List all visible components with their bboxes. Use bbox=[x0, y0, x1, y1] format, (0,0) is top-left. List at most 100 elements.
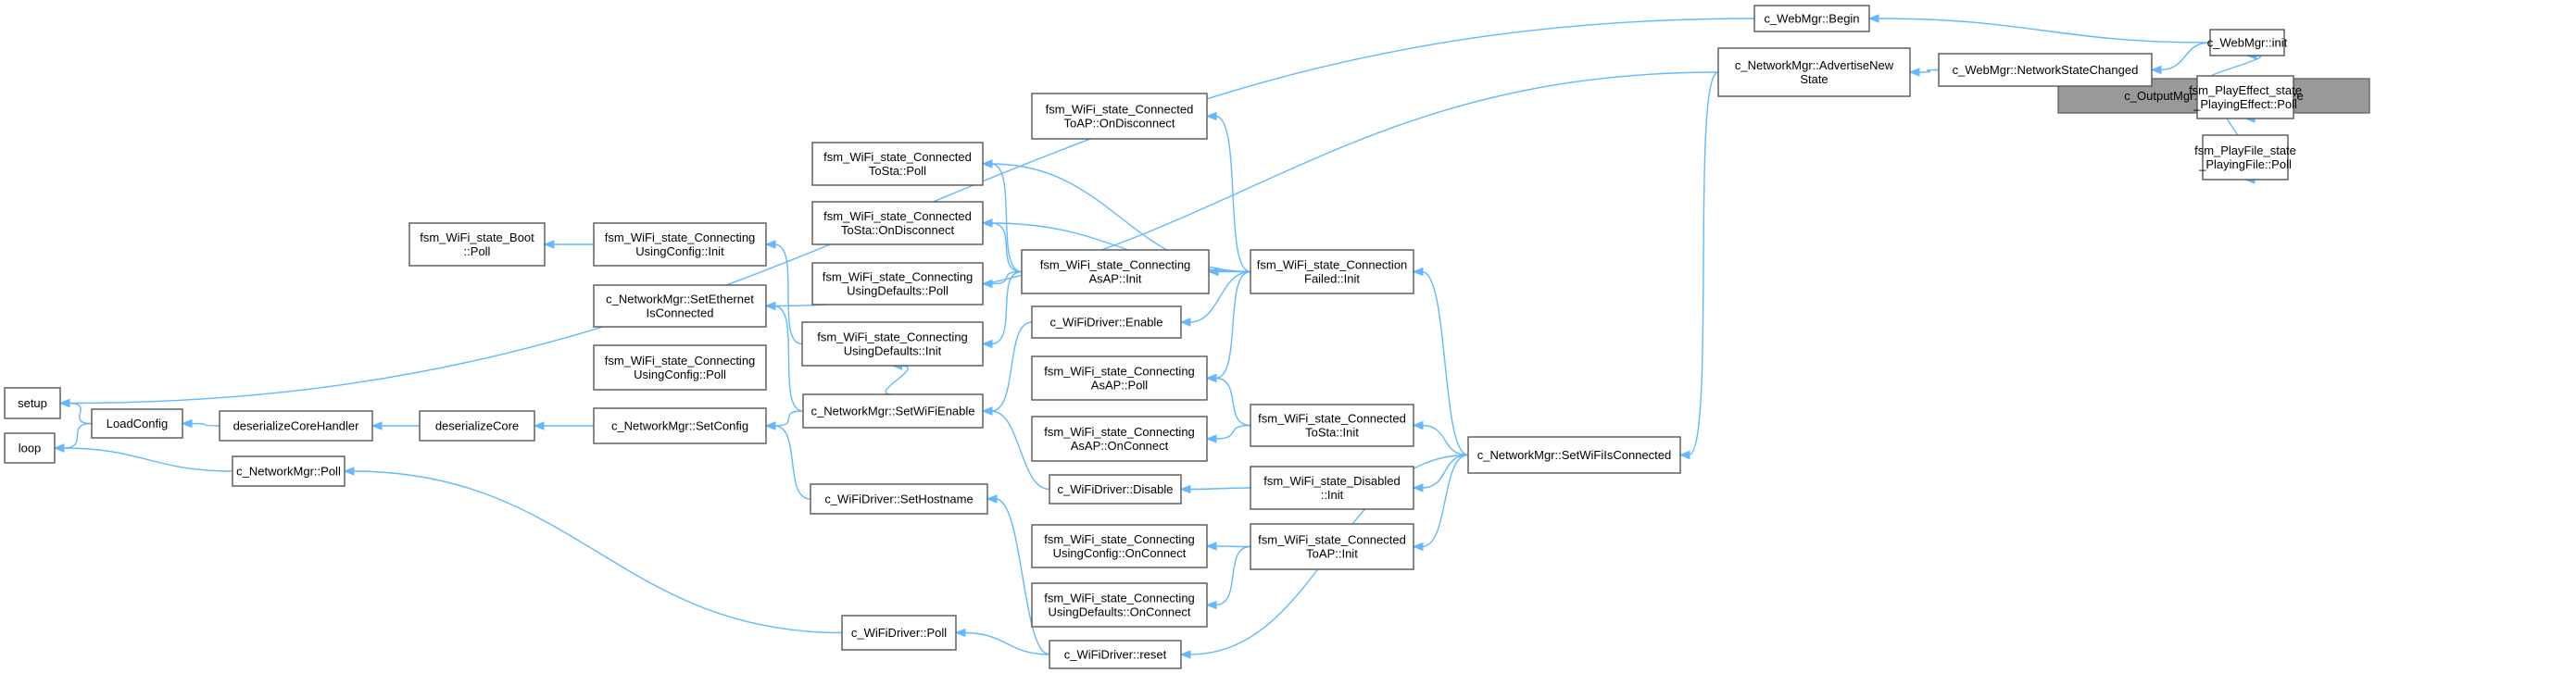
node-label: IsConnected bbox=[647, 306, 714, 320]
edge-setwifienable-wdenable bbox=[981, 321, 1033, 416]
node-box bbox=[593, 284, 767, 328]
node-label: c_NetworkMgr::Poll bbox=[236, 465, 341, 479]
node-setwifi[interactable]: c_NetworkMgr::SetWiFiIsConnected bbox=[1467, 436, 1681, 474]
node-label: UsingDefaults::Init bbox=[844, 344, 942, 358]
node-descore[interactable]: deserializeCore bbox=[419, 410, 535, 442]
node-loop[interactable]: loop bbox=[4, 432, 56, 464]
node-wdreset[interactable]: c_WiFiDriver::reset bbox=[1049, 640, 1182, 669]
edge-arrowhead bbox=[1412, 483, 1424, 492]
edge-arrowhead bbox=[764, 421, 776, 430]
node-cudefonconn[interactable]: fsm_WiFi_state_ConnectingUsingDefaults::… bbox=[1031, 582, 1208, 628]
edge-line bbox=[190, 422, 220, 427]
node-box bbox=[1250, 404, 1414, 447]
edge-arrowhead bbox=[543, 240, 555, 249]
edge-line bbox=[1214, 270, 1251, 380]
node-cudefpoll[interactable]: fsm_WiFi_state_ConnectingUsingDefaults::… bbox=[811, 262, 984, 305]
edge-cudefinit-casapinit bbox=[981, 270, 1023, 349]
node-cudefinit[interactable]: fsm_WiFi_state_ConnectingUsingDefaults::… bbox=[801, 321, 984, 367]
node-setconfig[interactable]: c_NetworkMgr::SetConfig bbox=[593, 407, 767, 444]
node-box bbox=[1031, 416, 1208, 462]
edge-arrowhead bbox=[764, 240, 776, 249]
node-box bbox=[2196, 75, 2294, 119]
node-label: c_WiFiDriver::Poll bbox=[851, 626, 947, 640]
node-label: c_WiFiDriver::SetHostname bbox=[824, 492, 973, 506]
node-label: fsm_WiFi_state_Connecting bbox=[823, 270, 974, 284]
node-label: fsm_WiFi_state_Connected bbox=[823, 209, 972, 223]
node-label: Failed::Init bbox=[1304, 272, 1360, 286]
node-webbegin[interactable]: c_WebMgr::Begin bbox=[1753, 5, 1870, 32]
node-box bbox=[219, 410, 373, 442]
node-nmpoll[interactable]: c_NetworkMgr::Poll bbox=[232, 455, 346, 487]
edge-line bbox=[1917, 69, 1940, 73]
edge-arrowhead bbox=[981, 339, 993, 349]
edge-line bbox=[62, 447, 233, 472]
node-desch[interactable]: deserializeCoreHandler bbox=[219, 410, 373, 442]
node-wdpoll[interactable]: c_WiFiDriver::Poll bbox=[841, 615, 957, 651]
node-box bbox=[4, 387, 61, 419]
edge-line bbox=[995, 498, 1050, 655]
node-cucfgonconn[interactable]: fsm_WiFi_state_ConnectingUsingConfig::On… bbox=[1031, 524, 1208, 568]
node-label: fsm_WiFi_state_Connected bbox=[1046, 103, 1194, 117]
node-label: fsm_WiFi_state_Boot bbox=[420, 231, 534, 244]
node-playfile[interactable]: fsm_PlayFile_state_PlayingFile::Poll bbox=[2194, 134, 2296, 181]
node-disabledinit[interactable]: fsm_WiFi_state_Disabled::Init bbox=[1250, 466, 1414, 510]
node-label: c_WiFiDriver::Enable bbox=[1049, 316, 1162, 330]
edge-arrowhead bbox=[343, 467, 355, 476]
edge-ctostainit-setwifi bbox=[1412, 420, 1469, 456]
node-webinit[interactable]: c_WebMgr::init bbox=[2207, 29, 2288, 56]
edge-cudefonconn-ctoapinit bbox=[1205, 545, 1251, 610]
node-bootpoll[interactable]: fsm_WiFi_state_Boot::Poll bbox=[408, 222, 546, 267]
edge-setwifi-advertise bbox=[1678, 71, 1719, 460]
edge-line bbox=[773, 425, 811, 500]
node-label: c_WiFiDriver::reset bbox=[1064, 648, 1167, 662]
node-label: AsAP::OnConnect bbox=[1071, 439, 1169, 453]
node-label: ToAP::Init bbox=[1306, 547, 1358, 561]
node-loadcfg[interactable]: LoadConfig bbox=[91, 408, 183, 439]
node-label: c_NetworkMgr::SetEthernet bbox=[606, 293, 754, 306]
node-box bbox=[593, 344, 767, 391]
node-box bbox=[1250, 466, 1414, 510]
node-wdenable[interactable]: c_WiFiDriver::Enable bbox=[1031, 305, 1182, 339]
node-cucfginit[interactable]: fsm_WiFi_state_ConnectingUsingConfig::In… bbox=[593, 222, 767, 267]
edge-casapinit-connfailed bbox=[1207, 267, 1250, 277]
node-box bbox=[811, 262, 984, 305]
edge-arrowhead bbox=[1205, 373, 1217, 383]
node-sethostname[interactable]: c_WiFiDriver::SetHostname bbox=[810, 483, 988, 515]
edge-line bbox=[1188, 270, 1251, 323]
node-label: c_WebMgr::Begin bbox=[1764, 12, 1859, 26]
node-label: c_NetworkMgr::SetWiFiIsConnected bbox=[1477, 448, 1672, 462]
node-wddisable[interactable]: c_WiFiDriver::Disable bbox=[1049, 474, 1182, 505]
node-setwifienable[interactable]: c_NetworkMgr::SetWiFiEnable bbox=[802, 393, 984, 429]
node-setup[interactable]: setup bbox=[4, 387, 61, 419]
edge-arrowhead bbox=[181, 418, 193, 429]
edge-line bbox=[990, 222, 1023, 273]
node-netstate[interactable]: c_WebMgr::NetworkStateChanged bbox=[1938, 53, 2153, 87]
node-playeffect[interactable]: fsm_PlayEffect_state_PlayingEffect::Poll bbox=[2189, 75, 2302, 119]
edges-layer bbox=[53, 14, 2261, 659]
edge-line bbox=[1421, 454, 1469, 548]
edge-arrowhead bbox=[1678, 450, 1690, 460]
edge-line bbox=[773, 305, 804, 412]
node-box bbox=[91, 408, 183, 439]
node-box bbox=[811, 201, 984, 245]
node-cucfgpoll[interactable]: fsm_WiFi_state_ConnectingUsingConfig::Po… bbox=[593, 344, 767, 391]
node-ctostadisc[interactable]: fsm_WiFi_state_ConnectedToSta::OnDisconn… bbox=[811, 201, 984, 245]
node-ctoapdisc[interactable]: fsm_WiFi_state_ConnectedToAP::OnDisconne… bbox=[1031, 93, 1208, 140]
node-label: State bbox=[1800, 72, 1828, 86]
edge-desch-descore bbox=[371, 421, 421, 430]
edge-arrowhead bbox=[371, 421, 383, 430]
node-label: AsAP::Init bbox=[1088, 272, 1141, 286]
node-box bbox=[1031, 524, 1208, 568]
node-box bbox=[802, 393, 984, 429]
node-box bbox=[1049, 640, 1182, 669]
node-label: ToSta::Init bbox=[1305, 426, 1359, 440]
